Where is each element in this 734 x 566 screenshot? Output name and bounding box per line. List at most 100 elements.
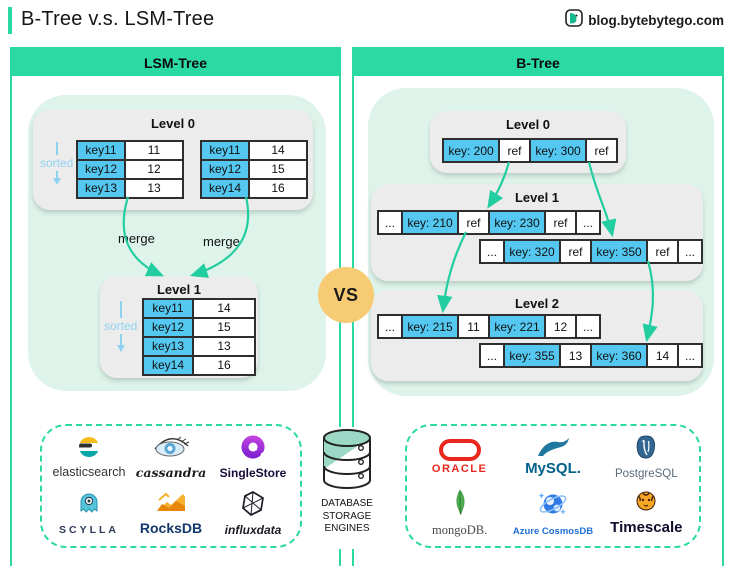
logo-oracle: ORACLE	[415, 439, 505, 475]
key-cell: key13	[78, 180, 126, 197]
btree-ref-cell: ref	[559, 241, 590, 262]
sorted-label: sorted	[40, 156, 74, 170]
value-cell: 16	[250, 180, 306, 197]
bytebytego-logo-icon	[565, 9, 584, 32]
site-url: blog.bytebytego.com	[588, 13, 724, 28]
logo-singlestore: SingleStore	[214, 435, 293, 480]
btree-key-cell: key: 200	[444, 140, 498, 161]
storage-label-line-1: DATABASE	[321, 498, 373, 509]
btree-ref-cell: ref	[646, 241, 677, 262]
value-cell: 12	[126, 161, 182, 178]
mongodb-leaf-icon	[453, 489, 467, 521]
logo-label: mongoDB.	[432, 522, 488, 537]
value-cell: 13	[126, 180, 182, 197]
logo-label: ORACLE	[431, 463, 488, 476]
logo-mysql: MySQL.	[508, 437, 598, 477]
logo-mongodb: mongoDB.	[415, 489, 505, 538]
key-cell: key13	[144, 338, 194, 355]
sorted-line	[119, 301, 122, 318]
btree-value-cell: 13	[559, 345, 590, 366]
btree-dots-cell: ...	[677, 345, 701, 366]
logo-rocksdb: RocksDB	[132, 491, 211, 536]
btree-dots-cell: ...	[677, 241, 701, 262]
mysql-dolphin-icon	[536, 437, 570, 462]
storage-label-line-2: STORAGE	[322, 510, 372, 522]
influxdata-icon	[241, 490, 265, 521]
lsm-level1-title: Level 1	[156, 282, 202, 297]
logo-influxdata: influxdata	[214, 490, 293, 537]
btree-key-cell: key: 300	[529, 140, 585, 161]
btree-key-cell: key: 210	[401, 212, 457, 233]
btree-dots-cell: ...	[575, 316, 599, 337]
btree-level0-title: Level 0	[505, 117, 551, 132]
value-cell: 14	[250, 142, 306, 159]
oracle-icon	[438, 439, 481, 462]
site-link[interactable]: blog.bytebytego.com	[565, 9, 724, 32]
sorted-arrow-down-icon	[116, 334, 125, 352]
key-cell: key11	[144, 300, 194, 317]
btree-key-cell: key: 360	[590, 345, 646, 366]
btree-ref-cell: ref	[498, 140, 529, 161]
lsm-tree-panel-header: LSM-Tree	[12, 49, 339, 76]
value-cell: 16	[194, 357, 254, 374]
storage-label-line-3: ENGINES	[324, 523, 370, 534]
value-cell: 15	[250, 161, 306, 178]
timescale-tiger-icon	[634, 490, 658, 517]
merge-label-left: merge	[118, 231, 155, 246]
key-cell: key11	[78, 142, 126, 159]
scylla-monster-icon	[78, 492, 100, 522]
sorted-arrow-down-icon	[52, 171, 61, 185]
logo-label: MySQL.	[525, 460, 581, 478]
merge-label-right: merge	[203, 234, 240, 249]
logo-label: SCYLLA	[59, 523, 119, 536]
logo-label: influxdata	[224, 522, 282, 537]
logo-label: SingleStore	[219, 466, 287, 481]
logo-timescale: Timescale	[602, 490, 692, 536]
value-cell: 15	[194, 319, 254, 336]
lsm-level0-title: Level 0	[150, 116, 196, 131]
btree-level1-title: Level 1	[514, 190, 560, 205]
lsm-level1-sorted-indicator: sorted	[104, 301, 137, 356]
value-cell: 13	[194, 338, 254, 355]
btree-value-cell: 14	[646, 345, 677, 366]
key-cell: key11	[202, 142, 250, 159]
logo-cassandra: cassandra	[132, 436, 211, 480]
title-accent-bar	[8, 7, 12, 34]
sorted-label: sorted	[104, 319, 138, 333]
btree-level0-node: key: 200 ref key: 300 ref	[442, 138, 618, 163]
btree-dots-cell: ...	[575, 212, 599, 233]
logo-postgresql: PostgreSQL	[602, 434, 692, 480]
key-cell: key12	[144, 319, 194, 336]
btree-dots-cell: ...	[379, 212, 401, 233]
lsm-level0-sorted-indicator: sorted	[40, 142, 73, 189]
logo-label: cassandra	[135, 464, 207, 480]
database-storage-engines: DATABASE STORAGE ENGINES	[311, 427, 383, 549]
logo-label: RocksDB	[139, 520, 203, 537]
singlestore-icon	[241, 435, 265, 464]
lsm-databases-box: elasticsearch cassandra	[40, 424, 302, 548]
postgresql-elephant-icon	[633, 434, 659, 466]
btree-dots-cell: ...	[481, 345, 503, 366]
btree-level1-node-1: ... key: 210 ref key: 230 ref ...	[377, 210, 601, 235]
btree-level1-node-2: ... key: 320 ref key: 350 ref ...	[479, 239, 703, 264]
value-cell: 11	[126, 142, 182, 159]
btree-ref-cell: ref	[585, 140, 616, 161]
btree-panel-header: B-Tree	[354, 49, 722, 76]
key-cell: key12	[202, 161, 250, 178]
elasticsearch-icon	[78, 436, 100, 463]
btree-ref-cell: ref	[544, 212, 575, 233]
btree-level2-node-1: ... key: 215 11 key: 221 12 ...	[377, 314, 601, 339]
btree-key-cell: key: 230	[488, 212, 544, 233]
